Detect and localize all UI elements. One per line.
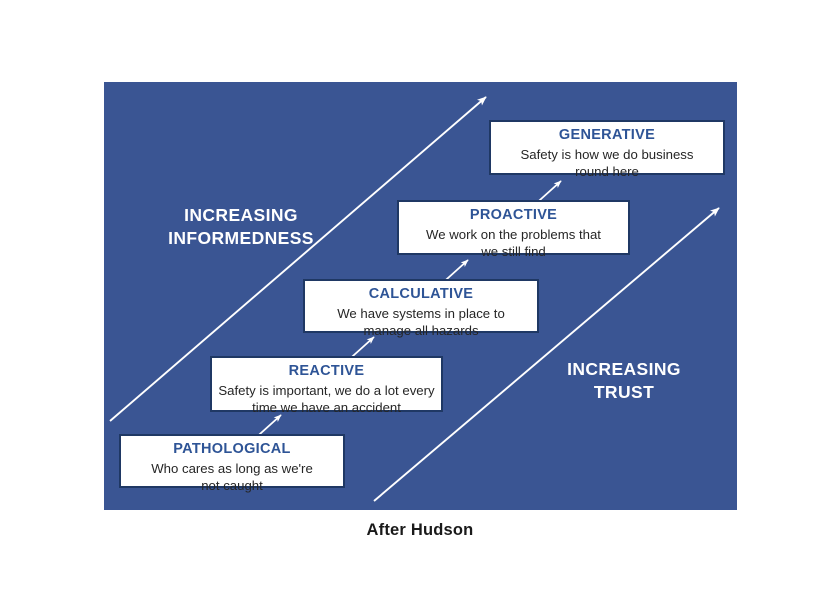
level-description-proactive: We work on the problems that we still fi… [426, 226, 601, 259]
level-box-reactive[interactable]: REACTIVE Safety is important, we do a lo… [210, 356, 443, 415]
level-description-reactive: Safety is important, we do a lot every t… [218, 382, 435, 415]
level-box-proactive[interactable]: PROACTIVE We work on the problems that w… [397, 200, 630, 259]
level-box-generative[interactable]: GENERATIVE Safety is how we do business … [489, 120, 725, 179]
level-title-proactive: PROACTIVE [469, 207, 558, 223]
level-description-pathological: Who cares as long as we're not caught [151, 460, 313, 493]
level-box-pathological[interactable]: PATHOLOGICAL Who cares as long as we're … [119, 434, 345, 493]
level-title-pathological: PATHOLOGICAL [173, 441, 291, 457]
level-box-calculative[interactable]: CALCULATIVE We have systems in place to … [303, 279, 539, 338]
level-description-calculative: We have systems in place to manage all h… [337, 305, 505, 338]
level-title-generative: GENERATIVE [558, 127, 656, 143]
axis-label-informedness: INCREASING INFORMEDNESS [168, 205, 314, 249]
level-title-reactive: REACTIVE [288, 363, 365, 379]
diagram-caption: After Hudson [366, 521, 474, 539]
axis-label-trust: INCREASING TRUST [567, 359, 681, 403]
level-description-generative: Safety is how we do business round here [520, 146, 694, 179]
level-title-calculative: CALCULATIVE [368, 286, 474, 302]
